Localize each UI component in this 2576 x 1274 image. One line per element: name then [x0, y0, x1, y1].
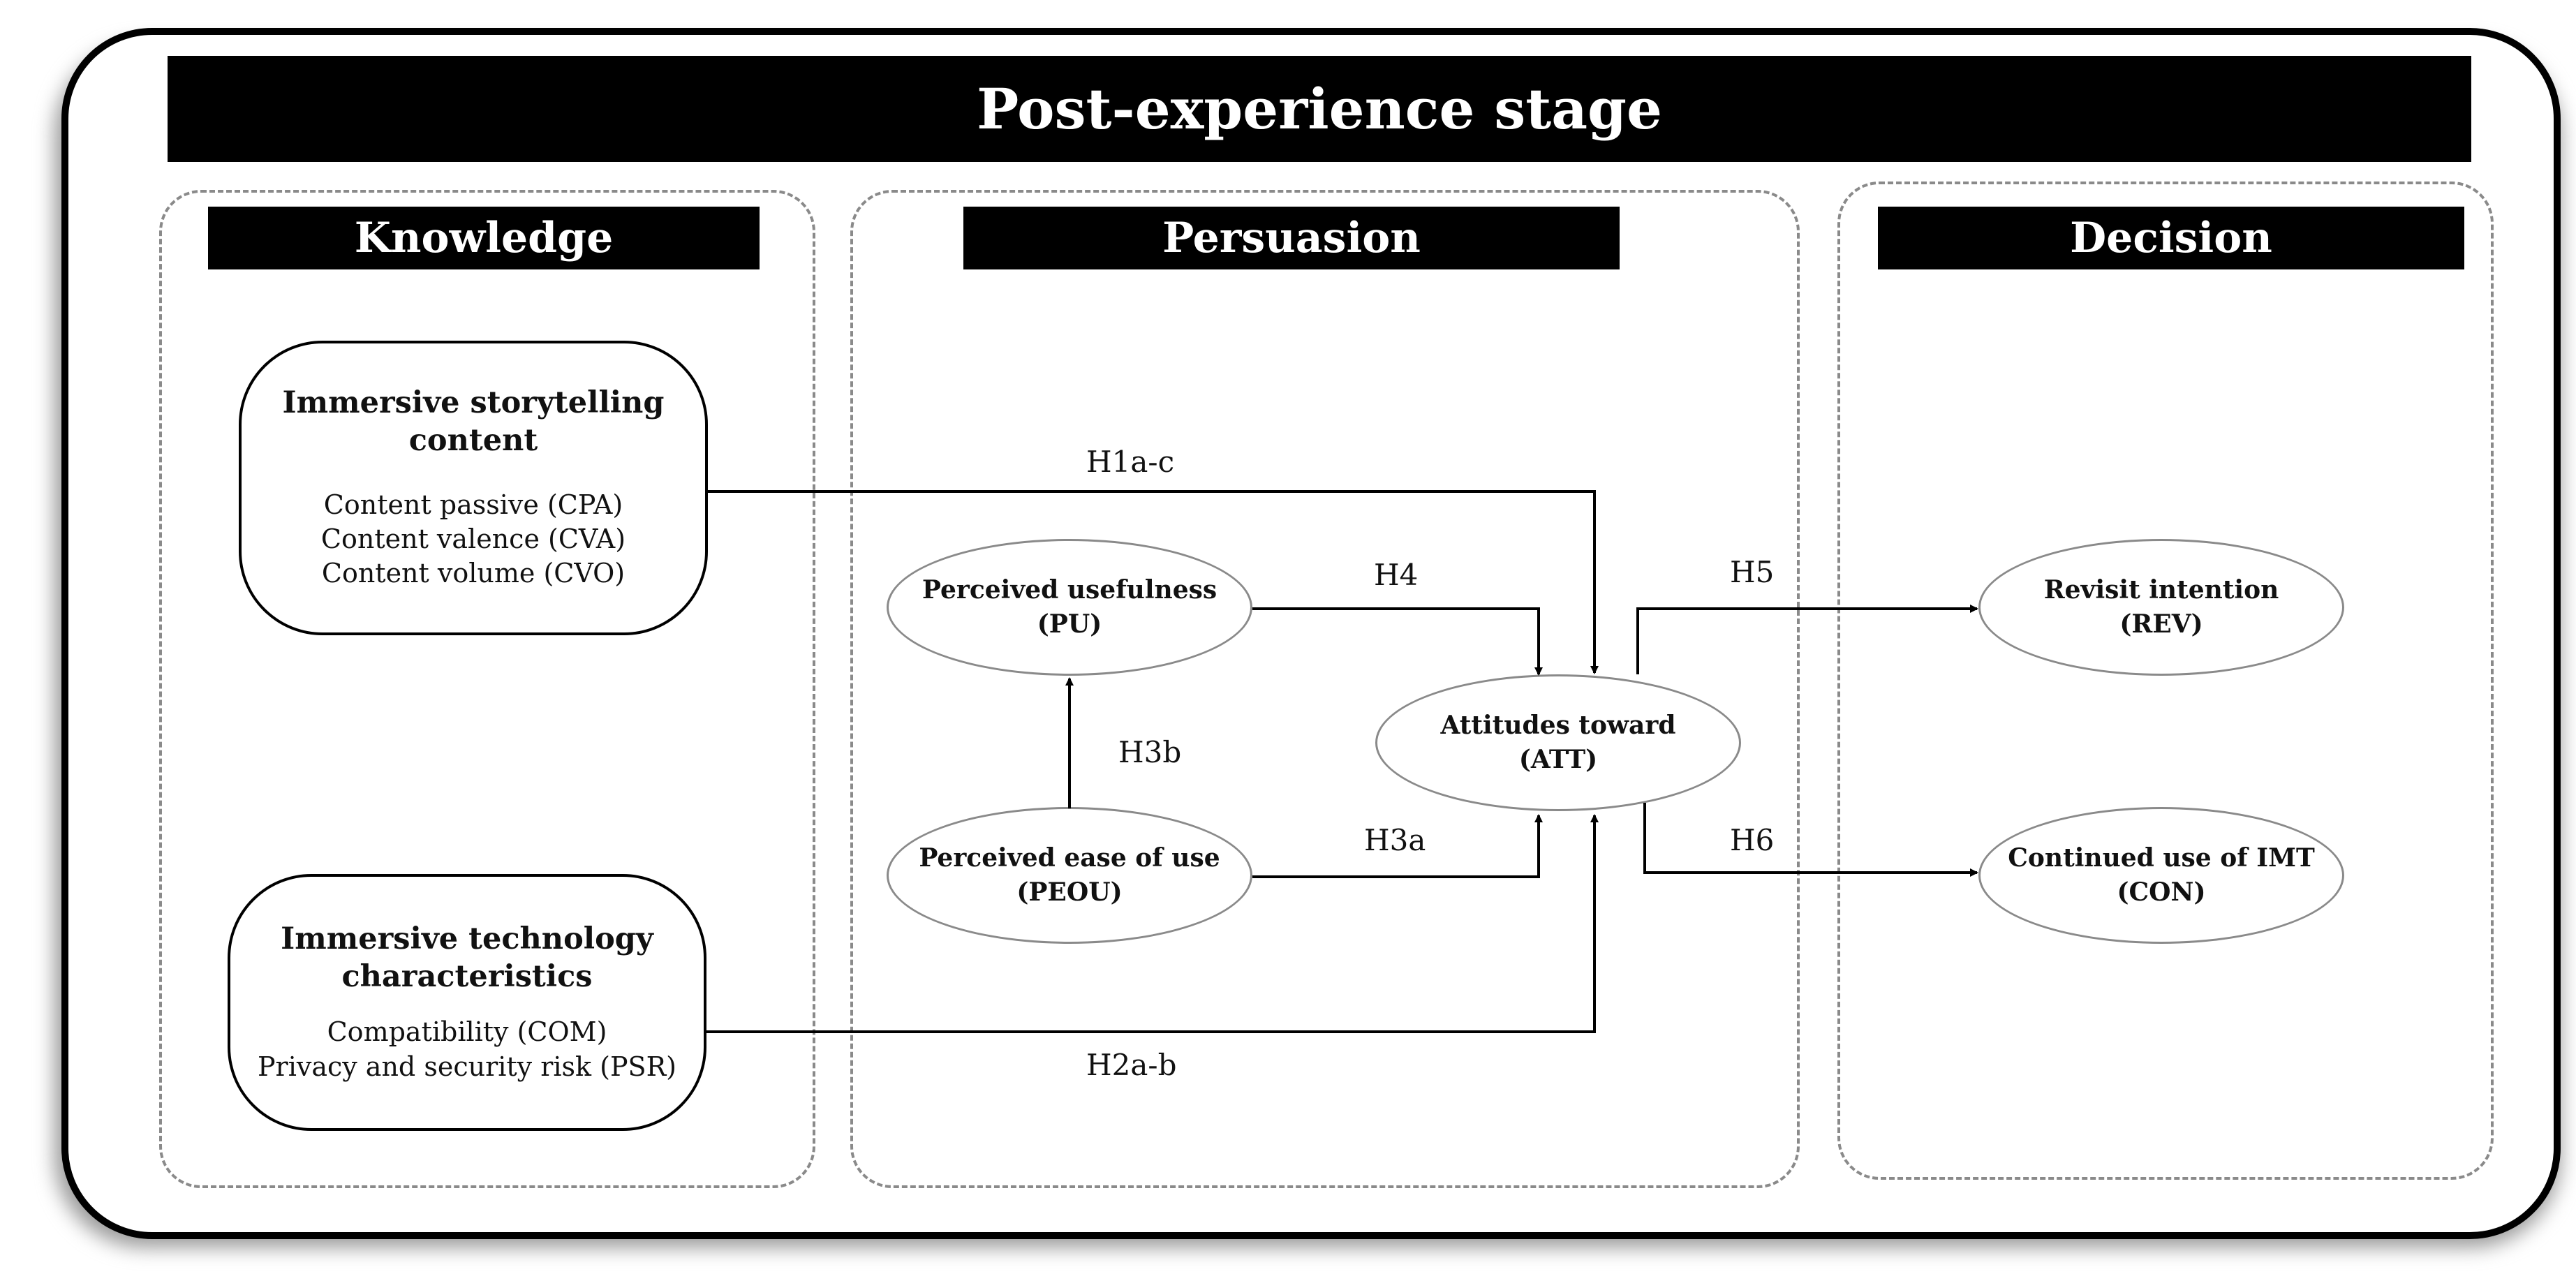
h4-arrow [1252, 607, 1543, 676]
technology-title: characteristics [341, 958, 593, 994]
att-label: Attitudes toward [1440, 711, 1676, 741]
h5-label: H5 [1730, 555, 1774, 589]
peou-label: Perceived ease of use [919, 843, 1220, 873]
technology-title: Immersive technology [281, 921, 653, 956]
con-abbrev: (CON) [2117, 877, 2206, 907]
h3a-label: H3a [1364, 823, 1426, 857]
peou-abbrev: (PEOU) [1016, 877, 1123, 907]
technology-characteristics-node: Immersive technology characteristics Com… [228, 874, 706, 1131]
att-abbrev: (ATT) [1518, 745, 1598, 774]
h4-label: H4 [1374, 558, 1418, 592]
h1-label: H1a-c [1086, 445, 1174, 479]
pu-abbrev: (PU) [1037, 609, 1102, 639]
perceived-ease-of-use-node: Perceived ease of use (PEOU) [887, 807, 1252, 944]
rev-abbrev: (REV) [2119, 609, 2203, 639]
attitudes-toward-node: Attitudes toward (ATT) [1375, 674, 1741, 811]
knowledge-header: Knowledge [208, 207, 760, 269]
storytelling-item: Content valence (CVA) [320, 524, 626, 555]
h6-arrow [1643, 803, 1978, 877]
stage-title: Post-experience stage [168, 56, 2471, 162]
knowledge-section [159, 190, 815, 1188]
technology-item: Privacy and security risk (PSR) [257, 1051, 677, 1082]
revisit-intention-node: Revisit intention (REV) [1978, 539, 2344, 676]
h2-arrow [706, 814, 1599, 1033]
decision-section [1837, 182, 2494, 1180]
storytelling-content-node: Immersive storytelling content Content p… [239, 341, 708, 635]
h5-arrow [1636, 605, 1978, 674]
h1-arrow [708, 490, 1599, 674]
h3a-arrow [1252, 814, 1543, 878]
pu-label: Perceived usefulness [921, 575, 1217, 605]
rev-label: Revisit intention [2043, 575, 2279, 605]
h6-label: H6 [1730, 823, 1774, 857]
storytelling-item: Content volume (CVO) [321, 558, 626, 589]
storytelling-item: Content passive (CPA) [323, 489, 623, 520]
storytelling-title: Immersive storytelling content [282, 385, 665, 458]
decision-header: Decision [1878, 207, 2464, 269]
h3b-label: H3b [1118, 735, 1181, 769]
continued-use-node: Continued use of IMT (CON) [1978, 807, 2344, 944]
persuasion-header: Persuasion [963, 207, 1620, 269]
persuasion-section [850, 190, 1800, 1188]
perceived-usefulness-node: Perceived usefulness (PU) [887, 539, 1252, 676]
h2-label: H2a-b [1086, 1048, 1176, 1082]
con-label: Continued use of IMT [2008, 843, 2315, 873]
technology-item: Compatibility (COM) [327, 1016, 607, 1048]
